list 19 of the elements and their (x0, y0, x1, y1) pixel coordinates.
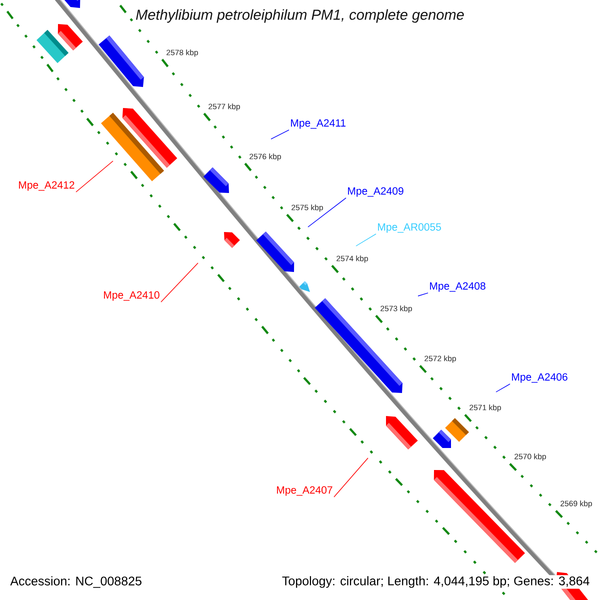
gene-label: Mpe_A2407 (277, 486, 332, 496)
accession-text: Accession: NC_008825 (10, 576, 142, 588)
gene-label: Mpe_A2411 (291, 119, 346, 129)
gene-label: Mpe_A2412 (19, 181, 74, 191)
gene-label: Mpe_A2410 (104, 291, 160, 301)
leader-line (308, 198, 346, 228)
gene-label: Mpe_A2408 (430, 282, 486, 292)
gene-label: Mpe_AR0055 (378, 223, 441, 233)
gene-label: Mpe_A2409 (348, 187, 404, 197)
genome-info-text: Topology: circular; Length: 4,044,195 bp; Genes: 3,864 (280, 575, 591, 589)
gene-label: Mpe_A2406 (512, 373, 568, 383)
leader-line (334, 458, 368, 498)
leader-line (356, 234, 376, 246)
leader-line (418, 292, 428, 296)
title: Methylibium petroleiphilum PM1, complete genome (136, 9, 464, 23)
leader-line (270, 130, 290, 140)
leader-line (496, 384, 510, 392)
leader-line (160, 262, 198, 302)
leader-line (76, 160, 114, 192)
